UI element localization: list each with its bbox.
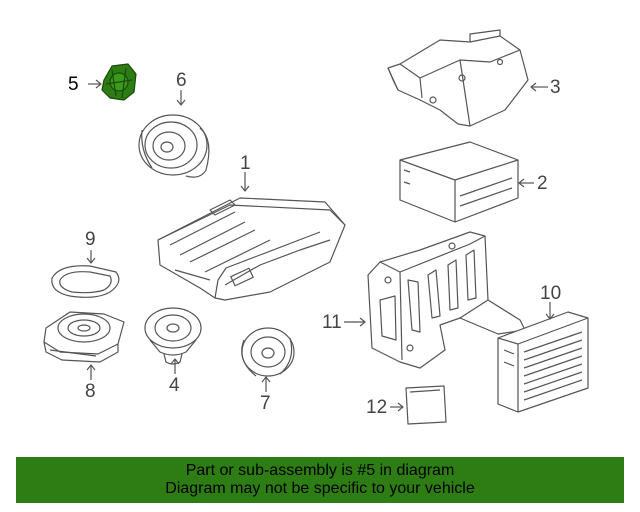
callout-7: 7 [260, 393, 271, 414]
part-4-speaker[interactable] [144, 307, 202, 365]
part-8-speaker[interactable] [43, 311, 125, 363]
callout-11: 11 [322, 312, 342, 333]
callout-5: 5 [68, 74, 79, 95]
parts-diagram [43, 29, 589, 425]
part-6-speaker[interactable] [138, 114, 210, 178]
part-10-amplifier[interactable] [497, 311, 589, 413]
part-11-bracket[interactable] [367, 231, 526, 369]
info-banner: Part or sub-assembly is #5 in diagram Di… [16, 457, 624, 503]
part-12-pad[interactable] [405, 385, 447, 425]
part-9-gasket[interactable] [51, 265, 120, 298]
part-1-head-unit[interactable] [157, 197, 346, 301]
callout-6: 6 [176, 70, 187, 91]
callout-9: 9 [85, 229, 96, 250]
part-3-bracket[interactable] [387, 29, 529, 127]
banner-line-1: Part or sub-assembly is #5 in diagram [185, 462, 455, 479]
part-7-speaker[interactable] [241, 327, 295, 377]
part-2-module[interactable] [399, 141, 519, 223]
part-5-tweeter[interactable] [101, 63, 137, 101]
callout-10: 10 [540, 283, 562, 304]
callout-12: 12 [366, 397, 388, 418]
callout-3: 3 [550, 77, 561, 98]
banner-line-2: Diagram may not be specific to your vehi… [165, 480, 475, 497]
callout-2: 2 [537, 173, 548, 194]
callout-1: 1 [240, 153, 251, 174]
leader-lines [86, 79, 555, 412]
callout-8: 8 [85, 381, 96, 402]
callout-4: 4 [169, 375, 180, 396]
